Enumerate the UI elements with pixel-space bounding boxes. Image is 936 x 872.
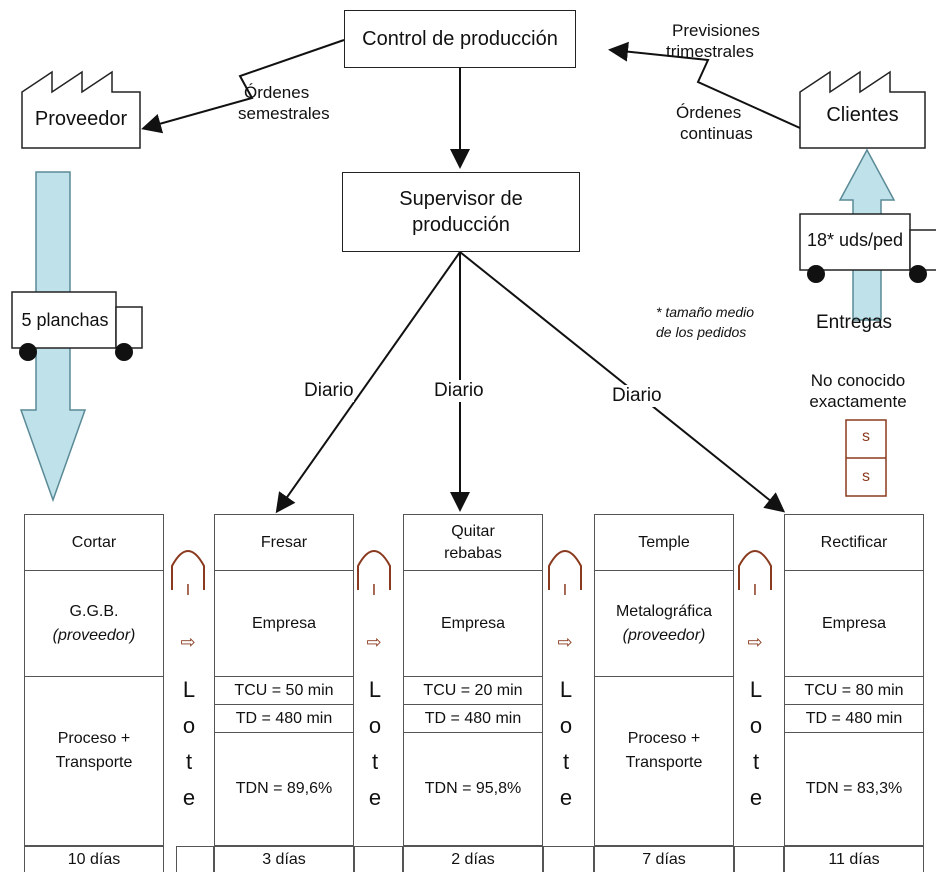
safety-stock-s2: s	[862, 468, 870, 485]
timeline-gap	[354, 846, 403, 872]
ordenes-semestrales-label: Órdenes semestrales	[238, 83, 330, 123]
uds-label: 18* uds/ped	[806, 230, 904, 250]
timeline-gap	[176, 846, 214, 872]
inventory-icon	[738, 550, 772, 590]
no-conocido-label: No conocido exactamente	[809, 371, 907, 411]
supervisor-label-line2: producción	[412, 214, 510, 236]
process-owner: Empresa	[404, 571, 542, 677]
process-box-temple: Temple Metalográfica (proveedor) Proceso…	[594, 514, 734, 846]
planchas-label: 5 planchas	[21, 310, 109, 330]
nota-label: * tamaño medio de los pedidos	[656, 304, 755, 340]
process-owner: Metalográfica (proveedor)	[595, 571, 733, 677]
td-value: TD = 480 min	[785, 705, 923, 733]
process-name: Cortar	[25, 515, 163, 571]
process-owner: Empresa	[215, 571, 353, 677]
inventory-i-label: I	[562, 582, 568, 599]
inventory-i-label: I	[752, 582, 758, 599]
tcu-value: TCU = 80 min	[785, 677, 923, 705]
inventory-icon	[171, 550, 205, 590]
lead-time-quitar-rebabas: 2 días	[403, 846, 543, 872]
diario-label-1: Diario	[304, 380, 354, 402]
diario-label-3: Diario	[612, 385, 662, 407]
diario-label-2: Diario	[434, 380, 484, 402]
process-box-rectificar: Rectificar Empresa TCU = 80 min TD = 480…	[784, 514, 924, 846]
push-arrow-icon: ⇨	[557, 632, 573, 652]
ordenes-continuas-label: Órdenes continuas	[676, 103, 753, 143]
td-value: TD = 480 min	[215, 705, 353, 733]
clientes-factory-icon	[799, 70, 926, 149]
control-produccion-label: Control de producción	[362, 27, 558, 50]
process-box-quitar-rebabas: Quitar rebabas Empresa TCU = 20 min TD =…	[403, 514, 543, 846]
process-info: Proceso + Transporte	[625, 730, 703, 771]
proveedor-label: Proveedor	[34, 108, 128, 130]
control-produccion-box: Control de producción	[344, 10, 576, 68]
inventory-icon	[357, 550, 391, 590]
entregas-label: Entregas	[816, 312, 893, 333]
lead-time-cortar: 10 días	[24, 846, 164, 872]
tcu-value: TCU = 50 min	[215, 677, 353, 705]
process-owner: G.G.B. (proveedor)	[25, 571, 163, 677]
tdn-value: TDN = 83,3%	[805, 780, 903, 797]
inventory-i-label: I	[371, 582, 377, 599]
proveedor-factory-icon	[21, 70, 141, 149]
safety-stock-s1: s	[862, 428, 870, 445]
process-info: Proceso + Transporte	[55, 730, 133, 771]
td-value: TD = 480 min	[404, 705, 542, 733]
process-name: Quitar rebabas	[404, 515, 542, 571]
tdn-value: TDN = 95,8%	[424, 780, 522, 797]
timeline-gap	[543, 846, 594, 872]
push-arrow-icon: ⇨	[747, 632, 763, 652]
process-owner: Empresa	[785, 571, 923, 677]
tdn-value: TDN = 89,6%	[235, 780, 333, 797]
process-name: Fresar	[215, 515, 353, 571]
supervisor-box: Supervisor de producción	[342, 172, 580, 252]
inventory-icon	[548, 550, 582, 590]
process-box-fresar: Fresar Empresa TCU = 50 min TD = 480 min…	[214, 514, 354, 846]
tcu-value: TCU = 20 min	[404, 677, 542, 705]
process-name: Rectificar	[785, 515, 923, 571]
lead-time-fresar: 3 días	[214, 846, 354, 872]
process-name: Temple	[595, 515, 733, 571]
timeline-gap	[734, 846, 784, 872]
inventory-i-label: I	[185, 582, 191, 599]
delivery-truck	[799, 213, 911, 271]
supervisor-label-line1: Supervisor de	[399, 188, 523, 210]
push-arrow-icon: ⇨	[366, 632, 382, 652]
clientes-label: Clientes	[826, 104, 899, 126]
push-arrow-icon: ⇨	[180, 632, 196, 652]
process-box-cortar: Cortar G.G.B. (proveedor) Proceso + Tran…	[24, 514, 164, 846]
lead-time-rectificar: 11 días	[784, 846, 924, 872]
lead-time-temple: 7 días	[594, 846, 734, 872]
previsiones-label: Previsiones trimestrales	[666, 21, 760, 61]
